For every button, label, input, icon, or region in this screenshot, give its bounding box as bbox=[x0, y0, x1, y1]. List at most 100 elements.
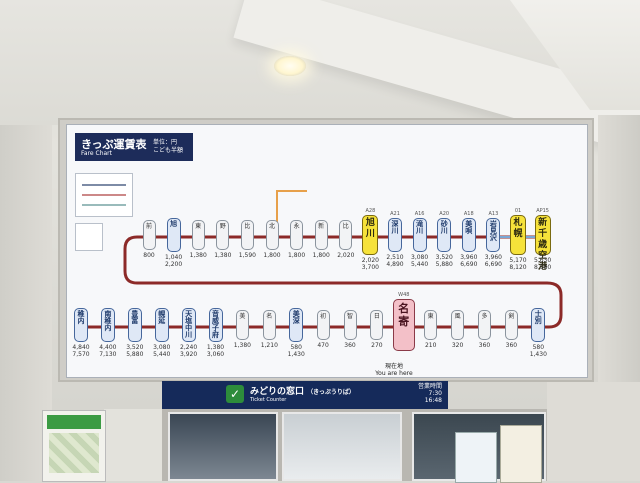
station-name: 新 千 歳 空 港 bbox=[538, 218, 548, 272]
fare-adult: 270 bbox=[371, 342, 383, 349]
station-u-4: 比 bbox=[240, 220, 254, 250]
fare-adult: 320 bbox=[451, 342, 464, 349]
station-name: 智 bbox=[346, 313, 353, 320]
station-fare: 800 bbox=[137, 252, 161, 259]
fare-adult: 580 bbox=[532, 344, 545, 351]
station-name: 岩 見 沢 bbox=[489, 220, 497, 242]
station-u-15: 札 幌 bbox=[510, 215, 526, 255]
station-u-16: 新 千 歳 空 港 bbox=[534, 215, 551, 272]
fare-reserved: 7,570 bbox=[72, 351, 90, 358]
station-number: W48 bbox=[398, 292, 410, 298]
station-u-2: 東 bbox=[191, 220, 205, 250]
station-l-12: 名 寄 bbox=[392, 299, 415, 351]
station-number: A21 bbox=[390, 211, 400, 217]
station-name: 新 bbox=[318, 223, 325, 230]
fare-adult: 1,380 bbox=[189, 252, 207, 259]
station-fare: 1,380 bbox=[211, 252, 235, 259]
station-l-15: 多 bbox=[478, 310, 491, 340]
fare-adult: 2,510 bbox=[386, 254, 404, 261]
fare-reserved: 1,430 bbox=[287, 351, 305, 358]
station-fare: 270 bbox=[365, 342, 389, 349]
station-fare: 1,800 bbox=[309, 252, 333, 259]
station-number: A18 bbox=[463, 211, 474, 217]
station-u-5: 北 bbox=[265, 220, 279, 250]
station-u-7: 新 bbox=[314, 220, 328, 250]
fare-reserved: 6,690 bbox=[460, 261, 478, 268]
fare-adult: 1,800 bbox=[288, 252, 306, 259]
fare-reserved: 2,200 bbox=[165, 261, 183, 268]
station-name: 天 塩 中 川 bbox=[185, 310, 193, 339]
info-poster bbox=[42, 410, 106, 482]
station-l-17: 士 別 bbox=[531, 308, 546, 342]
title-unit-note: 単位：円 こども半額 bbox=[153, 139, 184, 154]
station-u-14: 岩 見 沢 bbox=[486, 218, 501, 252]
station-name: 美 bbox=[239, 313, 246, 320]
station-name: 北 bbox=[268, 223, 275, 230]
fare-adult: 5,170 bbox=[509, 257, 527, 264]
station-fare: 1,380 bbox=[230, 342, 254, 349]
fare-adult: 5,630 bbox=[534, 257, 552, 264]
station-fare: 360 bbox=[499, 342, 523, 349]
station-name: 幌 延 bbox=[158, 310, 166, 325]
station-l-16: 剣 bbox=[504, 310, 518, 340]
legend-line bbox=[82, 204, 126, 206]
station-u-3: 野 bbox=[216, 220, 230, 250]
station-name: 野 bbox=[219, 223, 226, 230]
station-l-14: 風 bbox=[451, 310, 465, 340]
fare-reserved: 3,060 bbox=[206, 351, 225, 358]
fare-adult: 580 bbox=[290, 344, 302, 351]
legend-box bbox=[75, 173, 133, 217]
station-name: 日 bbox=[373, 313, 380, 320]
fare-reserved: 5,880 bbox=[435, 261, 453, 268]
station-fare: 360 bbox=[473, 342, 497, 349]
station-l-5: 音 威 子 府 bbox=[208, 308, 223, 342]
fare-adult: 1,590 bbox=[238, 252, 256, 259]
fare-adult: 1,380 bbox=[206, 344, 225, 351]
fare-chart-title: きっぷ運賃表 Fare Chart 単位：円 こども半額 bbox=[75, 133, 193, 161]
station-u-0: 前 bbox=[142, 220, 156, 250]
station-u-9: 旭 川 bbox=[362, 215, 379, 255]
station-name: 豊 富 bbox=[131, 310, 139, 325]
legend-box-small bbox=[75, 223, 103, 251]
fare-reserved: 1,430 bbox=[529, 351, 547, 358]
fare-adult: 3,080 bbox=[153, 344, 171, 351]
title-japanese: きっぷ運賃表 bbox=[81, 138, 147, 151]
counter-name-note: （きっぷうりば） bbox=[307, 389, 355, 396]
station-name: 名 bbox=[266, 313, 273, 320]
notice-poster bbox=[500, 425, 542, 483]
info-poster-illustration bbox=[49, 433, 99, 473]
station-l-6: 美 bbox=[235, 310, 249, 340]
ticket-counter-sign: ✓ みどりの窓口 （きっぷうりば） Ticket Counter 営業時間 7:… bbox=[162, 381, 448, 409]
station-number: A13 bbox=[488, 211, 499, 217]
station-l-2: 豊 富 bbox=[127, 308, 142, 342]
counter-name-english: Ticket Counter bbox=[250, 397, 287, 403]
ticket-counter-icon: ✓ bbox=[226, 385, 244, 403]
fare-reserved: 7,130 bbox=[99, 351, 117, 358]
fare-adult: 2,020 bbox=[361, 257, 379, 264]
fare-adult: 470 bbox=[317, 342, 329, 349]
counter-window-center bbox=[282, 412, 402, 481]
station-l-3: 幌 延 bbox=[154, 308, 169, 342]
fare-adult: 3,520 bbox=[126, 344, 144, 351]
station-number: A20 bbox=[439, 211, 450, 217]
counter-window-left bbox=[168, 412, 278, 481]
fare-reserved: 5,880 bbox=[126, 351, 144, 358]
station-name: 旭 bbox=[170, 220, 178, 228]
station-name: 剣 bbox=[508, 313, 515, 320]
station-fare: 1,210 bbox=[257, 342, 281, 349]
fare-adult: 4,840 bbox=[72, 344, 90, 351]
fare-adult: 360 bbox=[478, 342, 491, 349]
station-u-6: 永 bbox=[290, 220, 304, 250]
station-name: 比 bbox=[342, 223, 349, 230]
fare-adult: 1,800 bbox=[312, 252, 330, 259]
fare-adult: 1,800 bbox=[263, 252, 281, 259]
station-l-1: 南 稚 内 bbox=[100, 308, 115, 342]
